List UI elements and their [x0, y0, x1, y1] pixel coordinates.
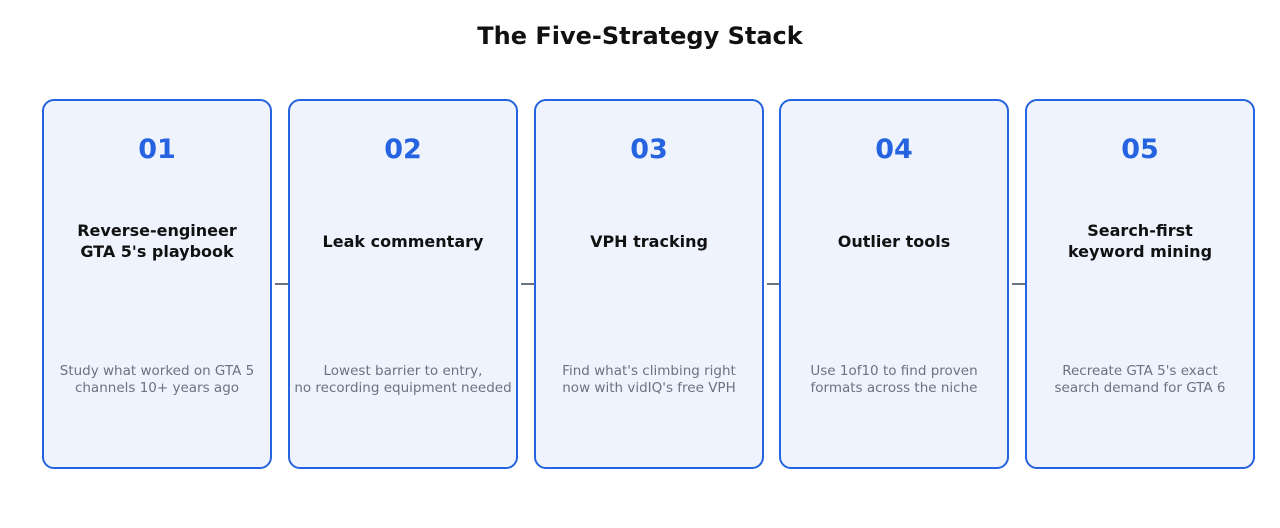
step-heading: Reverse-engineer GTA 5's playbook — [77, 221, 237, 261]
step-description: Lowest barrier to entry, no recording eq… — [294, 363, 512, 396]
step-number: 01 — [138, 134, 176, 165]
step-card-02: 02 Leak commentary Lowest barrier to ent… — [288, 99, 518, 469]
step-number: 05 — [1121, 134, 1159, 165]
step-card-01: 01 Reverse-engineer GTA 5's playbook Stu… — [42, 99, 272, 469]
step-heading: Outlier tools — [837, 231, 951, 251]
step-description: Study what worked on GTA 5 channels 10+ … — [59, 363, 255, 396]
step-description: Use 1of10 to find proven formats across … — [810, 363, 978, 396]
step-card-05: 05 Search-first keyword mining Recreate … — [1025, 99, 1255, 469]
step-card-03: 03 VPH tracking Find what's climbing rig… — [534, 99, 764, 469]
diagram-title: The Five-Strategy Stack — [477, 22, 803, 50]
step-description: Recreate GTA 5's exact search demand for… — [1054, 363, 1226, 396]
step-card-04: 04 Outlier tools Use 1of10 to find prove… — [779, 99, 1009, 469]
step-heading: Search-first keyword mining — [1067, 221, 1213, 261]
step-number: 03 — [630, 134, 668, 165]
step-number: 02 — [384, 134, 422, 165]
step-heading: Leak commentary — [322, 231, 484, 251]
step-number: 04 — [875, 134, 913, 165]
step-description: Find what's climbing right now with vidI… — [562, 363, 736, 396]
step-heading: VPH tracking — [590, 231, 708, 251]
